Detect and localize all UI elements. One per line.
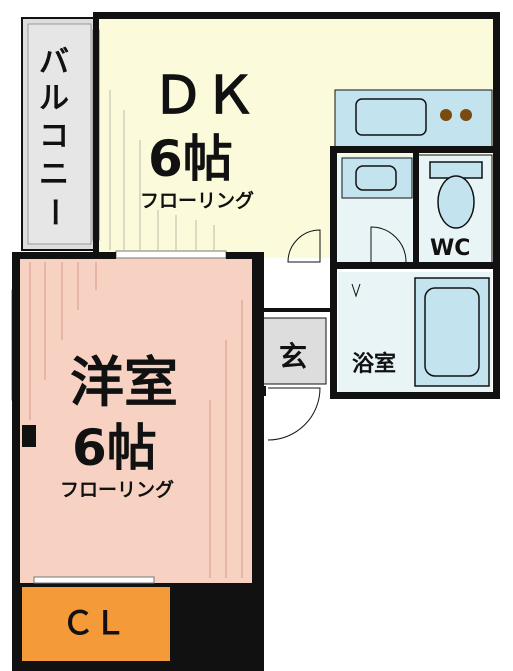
bathroom-label: 浴室 xyxy=(352,351,396,377)
dk-floor-type: フローリング xyxy=(140,189,254,212)
kitchen-sink xyxy=(355,98,427,136)
toilet-bowl xyxy=(437,175,475,229)
stove-burner-icon xyxy=(440,109,452,121)
entrance-label: 玄 xyxy=(279,340,307,373)
dk-room-size: 6帖 xyxy=(148,130,233,188)
balcony-char-4: ニ xyxy=(39,157,69,192)
balcony-char-1: バ xyxy=(39,45,69,80)
western-room-size: 6帖 xyxy=(72,419,157,477)
stove-burner-icon xyxy=(460,109,472,121)
western-room xyxy=(18,258,258,583)
wc-label: WC xyxy=(430,236,470,261)
western-floor-type: フローリング xyxy=(60,478,174,501)
western-room-name: 洋室 xyxy=(70,351,178,414)
closet-label: ＣＬ xyxy=(62,604,126,642)
balcony-char-2: ル xyxy=(39,81,69,116)
balcony-char-3: コ xyxy=(39,119,69,154)
balcony-char-5: ー xyxy=(36,197,71,227)
dk-room-name: ＤＫ xyxy=(152,66,256,126)
